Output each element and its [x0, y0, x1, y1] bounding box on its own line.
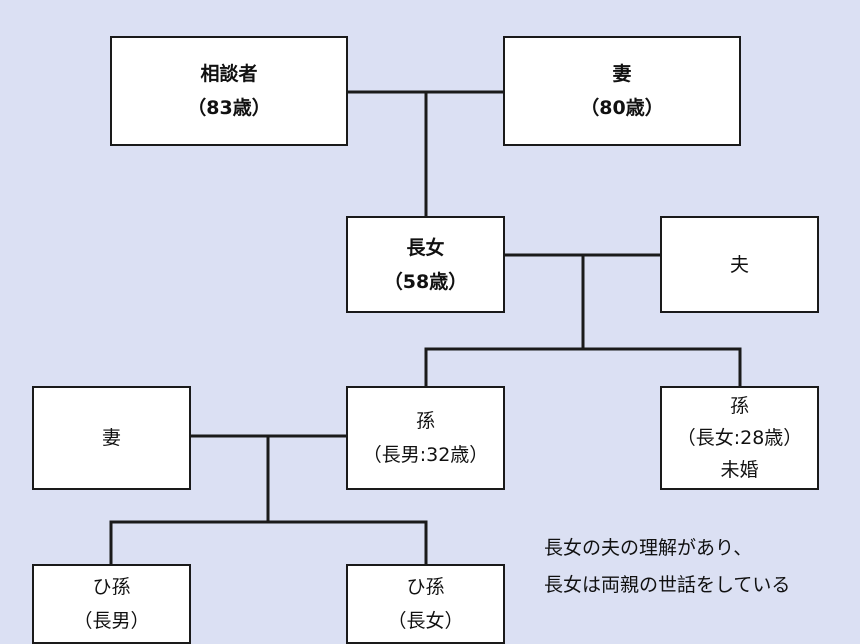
- great-grandson-name: ひ孫: [92, 576, 131, 598]
- great-grandson-detail: （長男）: [73, 610, 150, 632]
- granddaughter-detail: （長女:28歳）: [676, 427, 803, 449]
- grandson-name: 孫: [415, 410, 435, 432]
- note-line-1: 長女の夫の理解があり、: [544, 537, 753, 559]
- person-box-grandson-wife: 妻: [32, 386, 191, 490]
- person-box-daughter-husband: 夫: [660, 216, 819, 313]
- family-note: 長女の夫の理解があり、 長女は両親の世話をしている: [544, 530, 790, 604]
- consultant-age: （83歳）: [187, 97, 271, 119]
- person-box-grandson: 孫 （長男:32歳）: [346, 386, 505, 490]
- person-box-great-granddaughter: ひ孫 （長女）: [346, 564, 505, 644]
- person-box-wife: 妻 （80歳）: [503, 36, 741, 146]
- great-granddaughter-name: ひ孫: [406, 576, 445, 598]
- grandson-detail: （長男:32歳）: [362, 444, 489, 466]
- daughter-husband-name: 夫: [729, 253, 749, 276]
- grandson-wife-name: 妻: [101, 427, 121, 449]
- person-box-great-grandson: ひ孫 （長男）: [32, 564, 191, 644]
- granddaughter-status: 未婚: [720, 459, 759, 481]
- granddaughter-name: 孫: [729, 395, 749, 417]
- person-box-granddaughter: 孫 （長女:28歳） 未婚: [660, 386, 819, 490]
- great-granddaughter-detail: （長女）: [387, 610, 464, 632]
- note-line-2: 長女は両親の世話をしている: [544, 574, 791, 596]
- eldest-daughter-name: 長女: [406, 236, 445, 259]
- consultant-name: 相談者: [200, 63, 258, 85]
- wife-name: 妻: [612, 63, 632, 85]
- person-box-consultant: 相談者 （83歳）: [110, 36, 348, 146]
- eldest-daughter-age: （58歳）: [383, 270, 468, 293]
- person-box-eldest-daughter: 長女 （58歳）: [346, 216, 505, 313]
- wife-age: （80歳）: [580, 97, 664, 119]
